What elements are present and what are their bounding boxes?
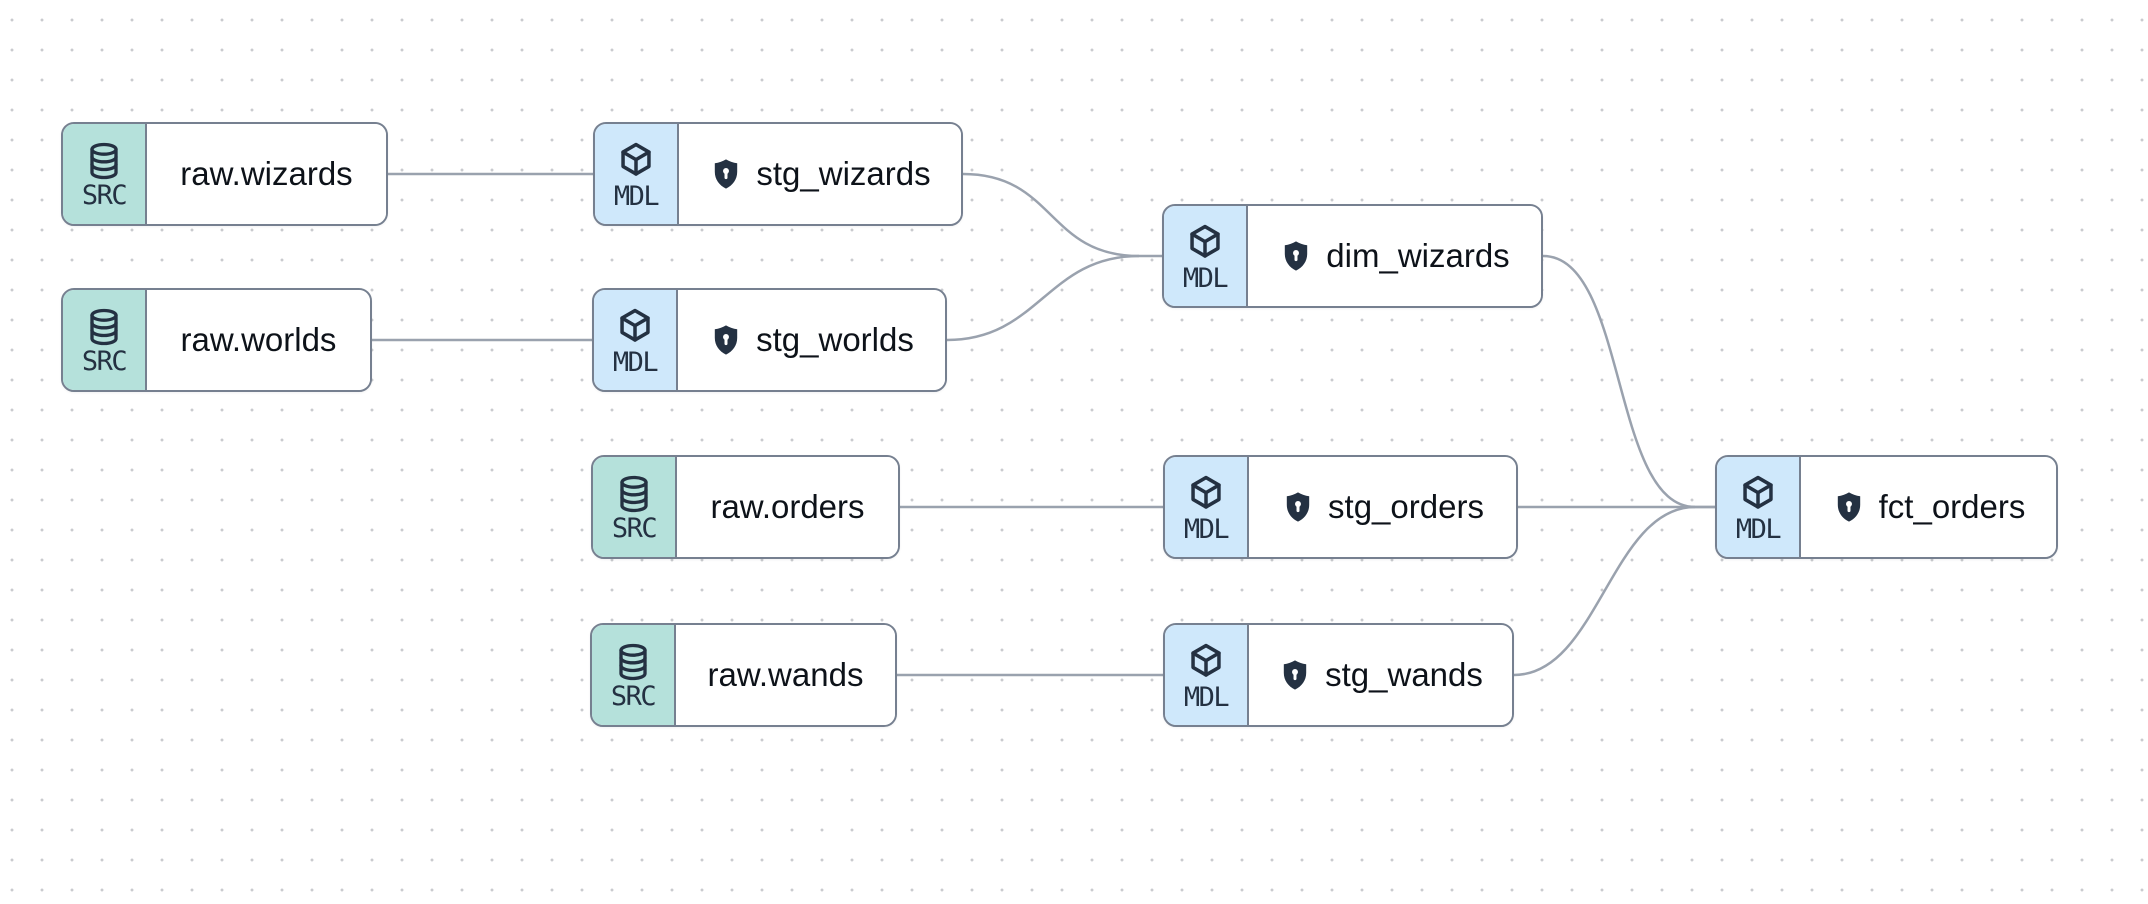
cube-icon — [614, 306, 656, 348]
node-body: stg_wands — [1249, 625, 1512, 725]
node-kind-panel: SRC — [63, 124, 147, 224]
node-body: fct_orders — [1801, 457, 2056, 557]
node-kind-panel: MDL — [1164, 206, 1248, 306]
node-label: fct_orders — [1878, 488, 2026, 525]
node-label: raw.orders — [710, 488, 865, 525]
lineage-node-stg-orders[interactable]: MDL stg_orders — [1163, 455, 1518, 559]
lineage-node-fct-orders[interactable]: MDL fct_orders — [1715, 455, 2058, 559]
database-icon — [84, 307, 124, 347]
shield-lock-icon — [709, 157, 743, 191]
lineage-node-raw-wizards[interactable]: SRC raw.wizards — [61, 122, 388, 226]
node-body: raw.orders — [677, 457, 898, 557]
node-kind-label: MDL — [1183, 514, 1230, 546]
node-body: stg_worlds — [678, 290, 945, 390]
node-kind-label: MDL — [1183, 682, 1230, 714]
node-kind-panel: MDL — [1165, 457, 1249, 557]
lineage-node-stg-wands[interactable]: MDL stg_wands — [1163, 623, 1514, 727]
node-label: stg_wands — [1325, 656, 1483, 693]
cube-icon — [1184, 222, 1226, 264]
node-kind-label: MDL — [1182, 263, 1229, 295]
shield-lock-icon — [1832, 490, 1866, 524]
shield-lock-icon — [1281, 490, 1315, 524]
node-kind-panel: SRC — [63, 290, 147, 390]
node-kind-label: SRC — [611, 513, 658, 545]
node-label: raw.wands — [707, 656, 864, 693]
node-body: stg_orders — [1249, 457, 1516, 557]
node-kind-panel: MDL — [1165, 625, 1249, 725]
node-label: raw.wizards — [180, 155, 353, 192]
cube-icon — [615, 140, 657, 182]
lineage-node-raw-wands[interactable]: SRC raw.wands — [590, 623, 897, 727]
node-body: dim_wizards — [1248, 206, 1541, 306]
node-kind-panel: SRC — [592, 625, 676, 725]
database-icon — [614, 474, 654, 514]
edge-stg-worlds-dim-wizards — [946, 254, 1140, 342]
node-kind-label: MDL — [1735, 514, 1782, 546]
edge-stg-wizards-dim-wizards — [962, 172, 1162, 258]
node-body: raw.wizards — [147, 124, 386, 224]
node-body: raw.worlds — [147, 290, 370, 390]
node-kind-panel: MDL — [595, 124, 679, 224]
cube-icon — [1185, 641, 1227, 683]
node-label: stg_worlds — [756, 321, 914, 358]
database-icon — [613, 642, 653, 682]
edge-stg-wands-fct-orders — [1513, 505, 1696, 677]
database-icon — [84, 141, 124, 181]
node-kind-label: SRC — [81, 180, 128, 212]
node-kind-label: MDL — [612, 347, 659, 379]
node-kind-panel: MDL — [594, 290, 678, 390]
node-label: dim_wizards — [1326, 237, 1510, 274]
lineage-node-dim-wizards[interactable]: MDL dim_wizards — [1162, 204, 1543, 308]
lineage-node-stg-worlds[interactable]: MDL stg_worlds — [592, 288, 947, 392]
shield-lock-icon — [1278, 658, 1312, 692]
edge-dim-wizards-fct-orders — [1542, 254, 1715, 509]
node-kind-label: SRC — [610, 681, 657, 713]
lineage-node-stg-wizards[interactable]: MDL stg_wizards — [593, 122, 963, 226]
node-kind-panel: MDL — [1717, 457, 1801, 557]
node-body: stg_wizards — [679, 124, 961, 224]
node-kind-label: MDL — [613, 181, 660, 213]
cube-icon — [1737, 473, 1779, 515]
node-kind-panel: SRC — [593, 457, 677, 557]
node-label: raw.worlds — [180, 321, 337, 358]
shield-lock-icon — [1279, 239, 1313, 273]
node-label: stg_orders — [1328, 488, 1484, 525]
node-body: raw.wands — [676, 625, 895, 725]
cube-icon — [1185, 473, 1227, 515]
lineage-node-raw-orders[interactable]: SRC raw.orders — [591, 455, 900, 559]
node-label: stg_wizards — [756, 155, 931, 192]
node-kind-label: SRC — [81, 346, 128, 378]
lineage-node-raw-worlds[interactable]: SRC raw.worlds — [61, 288, 372, 392]
shield-lock-icon — [709, 323, 743, 357]
